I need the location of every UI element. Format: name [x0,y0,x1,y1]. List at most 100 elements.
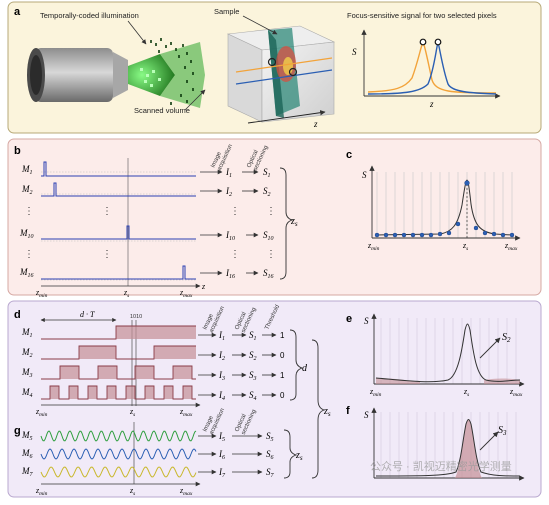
row-d-4: M4 [21,385,196,400]
row-b-2: M2 I2 S2 [21,182,271,198]
svg-text:S2: S2 [502,332,511,344]
row-d-2: M2 [21,345,196,360]
panel-e: e S S2 zmin zs zmax [346,313,525,398]
svg-text:M4: M4 [21,387,33,399]
svg-text:S: S [362,170,367,180]
scanned-volume-label: Scanned volume [134,106,190,115]
svg-text:zmin: zmin [35,288,48,299]
svg-text:⋮: ⋮ [266,206,276,217]
svg-text:S3: S3 [249,370,257,382]
panel-bc-background [7,138,542,296]
svg-text:zs: zs [129,486,135,497]
svg-text:S10: S10 [263,230,274,242]
svg-text:⋮: ⋮ [24,206,34,217]
svg-text:I4: I4 [218,390,225,402]
signal-title: Focus-sensitive signal for two selected … [347,11,497,20]
curve-f [375,419,521,477]
row-d-1: M1 [21,325,196,340]
svg-text:zmin: zmin [369,387,382,398]
svg-text:I6: I6 [218,449,225,461]
dots-b: ⋮ ⋮ ⋮ ⋮ ⋮ ⋮ ⋮ ⋮ [24,206,276,260]
svg-text:S5: S5 [266,431,274,443]
curve-e [375,323,521,383]
svg-text:S1: S1 [263,167,271,179]
svg-text:zmin: zmin [35,486,48,497]
panel-c-label: c [346,149,352,161]
svg-text:zs: zs [123,288,129,299]
svg-text:S1: S1 [249,330,257,342]
svg-text:0: 0 [280,351,285,360]
svg-text:S16: S16 [263,268,274,280]
volume-z-axis-label: z [313,119,318,129]
row-b-10: M10 I10 S10 [19,225,274,242]
svg-text:d · T: d · T [80,310,95,319]
svg-text:⋮: ⋮ [266,249,276,260]
svg-text:⋮: ⋮ [230,249,240,260]
svg-text:1: 1 [280,331,285,340]
panel-d-label: d [14,309,21,321]
svg-text:d: d [302,363,308,374]
row-g-6: M6 [21,448,197,460]
panel-a-label: a [14,6,21,18]
svg-text:S3: S3 [498,425,507,437]
svg-text:M3: M3 [21,367,33,379]
panel-a: a Temporally-coded illu [7,1,542,134]
svg-text:M2: M2 [21,184,33,196]
curve-c [376,179,513,236]
svg-text:zs: zs [463,387,469,398]
panel-bc: b M1 I1 S1 M2 I2 S2 ⋮ ⋮ [7,138,542,299]
panel-c: c S zmin [346,149,521,252]
svg-text:I5: I5 [218,431,225,443]
illumination-beam [128,38,205,108]
panel-f-label: f [346,405,350,417]
svg-text:S7: S7 [266,467,275,479]
svg-text:zs: zs [129,407,135,418]
svg-text:⋮: ⋮ [230,206,240,217]
panel-defg: d d · T 1010 M1 M2 M3 M4 [7,300,542,498]
peak-marker-blue [434,38,442,46]
svg-text:⋮: ⋮ [102,249,112,260]
svg-text:0: 0 [280,391,285,400]
svg-text:1010: 1010 [130,314,142,320]
svg-text:zmin: zmin [367,241,380,252]
svg-text:zmin: zmin [35,407,48,418]
svg-text:I16: I16 [225,268,235,280]
svg-text:I3: I3 [218,370,225,382]
illumination-label: Temporally-coded illumination [40,11,139,20]
svg-text:I7: I7 [218,467,226,479]
svg-text:zmax: zmax [179,288,193,299]
svg-text:S6: S6 [266,449,274,461]
svg-text:zs: zs [323,406,331,418]
sample-pointer [242,15,278,35]
signal-x-label: z [429,99,434,109]
row-g-5: M5 [21,430,197,442]
objective-lens [27,48,128,102]
svg-text:S2: S2 [249,350,257,362]
svg-text:S2: S2 [263,186,271,198]
panel-e-label: e [346,313,352,325]
svg-text:zmax: zmax [504,241,518,252]
svg-text:M10: M10 [19,228,34,240]
svg-text:I2: I2 [218,350,225,362]
svg-text:M6: M6 [21,448,33,460]
row-b-16: M16 I16 S16 [19,265,274,280]
svg-text:I10: I10 [225,230,235,242]
svg-text:zmax: zmax [179,486,193,497]
svg-text:I2: I2 [225,186,232,198]
svg-text:I1: I1 [218,330,225,342]
sample-label: Sample [214,7,239,16]
sample-cube [226,25,336,124]
row-d-3: M3 [21,365,196,380]
svg-text:zs: zs [295,450,303,462]
svg-text:M16: M16 [19,267,34,279]
brace-b [279,167,294,280]
svg-text:zs: zs [462,241,468,252]
svg-text:M2: M2 [21,347,33,359]
svg-text:z: z [201,282,206,291]
row-g-7: M7 [21,466,197,478]
svg-text:I1: I1 [225,167,232,179]
svg-text:1: 1 [280,371,285,380]
svg-text:S: S [364,316,369,326]
row-b-1: M1 I1 S1 [21,161,271,179]
